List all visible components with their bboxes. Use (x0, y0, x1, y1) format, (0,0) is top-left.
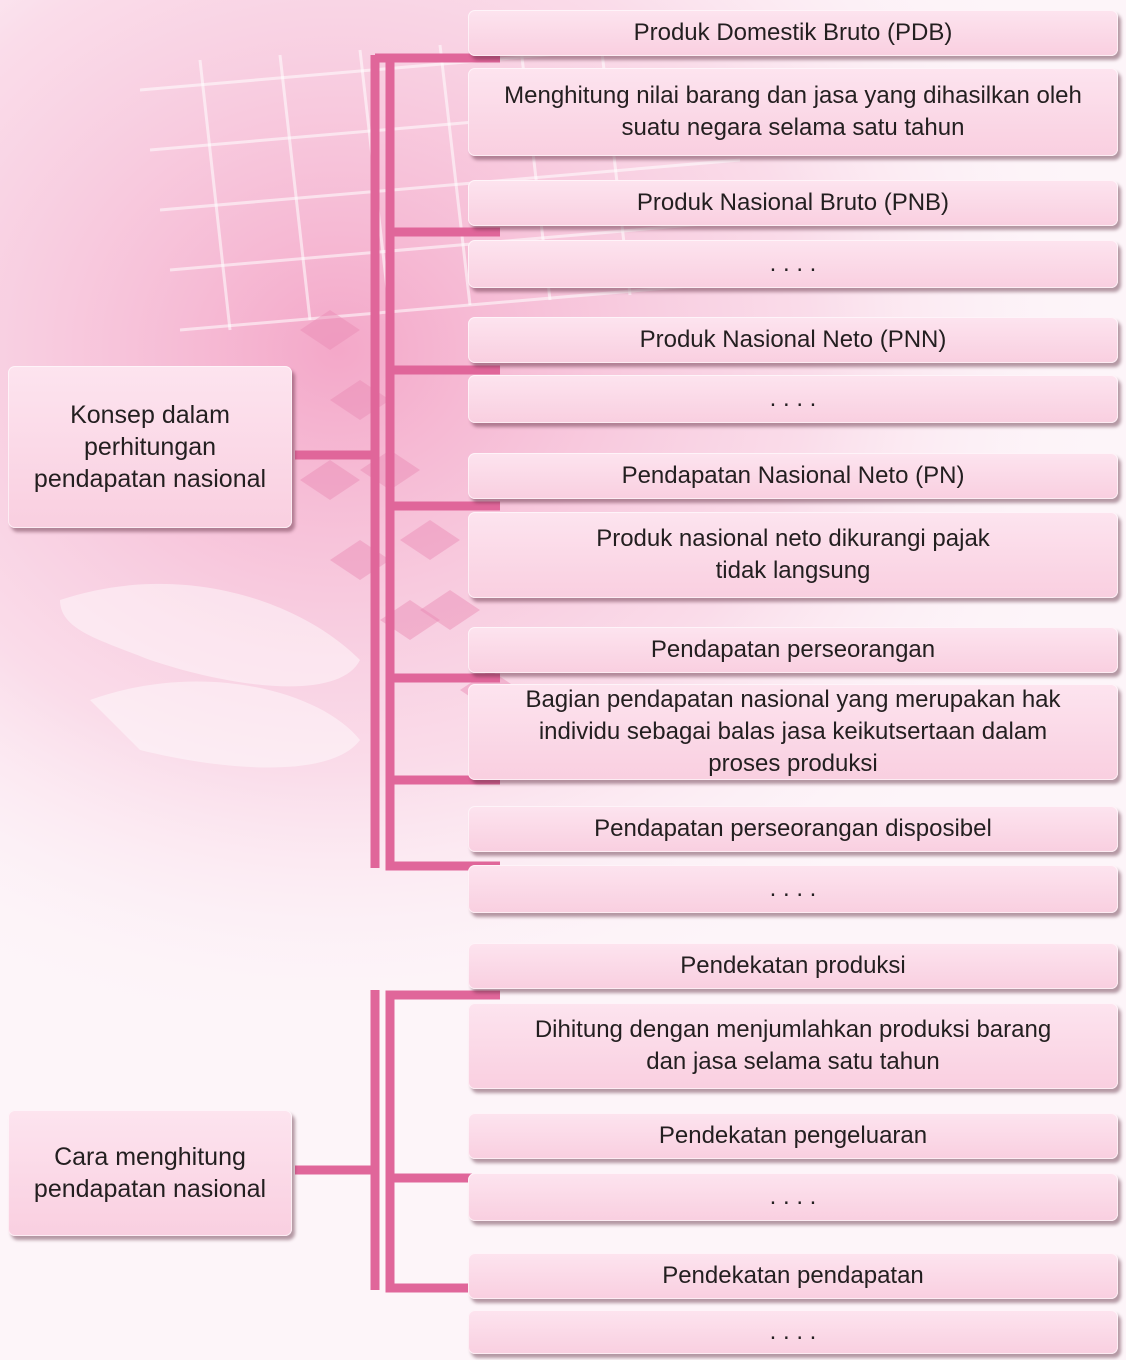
item-heading-box: Pendekatan produksi (468, 943, 1118, 989)
item-heading-text: Pendapatan perseorangan (650, 636, 936, 663)
main-concept-title: Konsep dalam perhitungan pendapatan nasi… (33, 401, 267, 493)
item-detail-text: Produk nasional neto dikurangi pajak tid… (596, 525, 990, 584)
item-detail-box: . . . . (468, 240, 1118, 288)
item-detail-box: . . . . (468, 1310, 1118, 1354)
connector-bracket-pengeluaran (385, 1173, 500, 1293)
item-detail-text: Dihitung dengan menjumlahkan produksi ba… (534, 1016, 1052, 1075)
item-detail-text: Menghitung nilai barang dan jasa yang di… (504, 82, 1082, 141)
item-detail-text: . . . . (769, 875, 817, 902)
item-heading-text: Pendapatan perseorangan disposibel (594, 815, 992, 842)
item-detail-text: . . . . (769, 385, 817, 412)
item-heading-box: Produk Nasional Bruto (PNB) (468, 180, 1118, 226)
item-heading-text: Produk Nasional Neto (PNN) (639, 326, 947, 353)
item-detail-box: Dihitung dengan menjumlahkan produksi ba… (468, 1003, 1118, 1089)
main-method-box: Cara menghitung pendapatan nasional (8, 1110, 292, 1236)
item-heading-text: Produk Domestik Bruto (PDB) (633, 19, 953, 46)
item-heading-text: Pendekatan pengeluaran (658, 1122, 928, 1149)
item-heading-box: Produk Nasional Neto (PNN) (468, 317, 1118, 363)
item-heading-box: Pendekatan pengeluaran (468, 1113, 1118, 1159)
item-detail-box: . . . . (468, 375, 1118, 423)
main-concept-box: Konsep dalam perhitungan pendapatan nasi… (8, 366, 292, 528)
item-heading-box: Pendapatan perseorangan disposibel (468, 806, 1118, 852)
item-detail-box: . . . . (468, 865, 1118, 913)
main-method-title: Cara menghitung pendapatan nasional (33, 1143, 267, 1203)
item-detail-text: Bagian pendapatan nasional yang merupaka… (525, 686, 1061, 777)
hands-silhouette (60, 583, 360, 768)
item-detail-box: . . . . (468, 1173, 1118, 1221)
item-heading-text: Pendapatan Nasional Neto (PN) (621, 462, 965, 489)
item-heading-box: Produk Domestik Bruto (PDB) (468, 10, 1118, 56)
item-detail-text: . . . . (769, 1183, 817, 1210)
item-detail-text: . . . . (769, 250, 817, 277)
item-detail-box: Bagian pendapatan nasional yang merupaka… (468, 684, 1118, 780)
item-detail-box: Menghitung nilai barang dan jasa yang di… (468, 68, 1118, 156)
item-heading-box: Pendapatan perseorangan (468, 627, 1118, 673)
item-heading-text: Produk Nasional Bruto (PNB) (636, 189, 950, 216)
item-heading-box: Pendekatan pendapatan (468, 1253, 1118, 1299)
item-detail-text: . . . . (769, 1318, 817, 1345)
item-heading-box: Pendapatan Nasional Neto (PN) (468, 453, 1118, 499)
connector-bracket-disposibel (385, 775, 500, 871)
item-heading-text: Pendekatan pendapatan (662, 1262, 924, 1289)
item-detail-box: Produk nasional neto dikurangi pajak tid… (468, 512, 1118, 598)
item-heading-text: Pendekatan produksi (680, 952, 906, 979)
